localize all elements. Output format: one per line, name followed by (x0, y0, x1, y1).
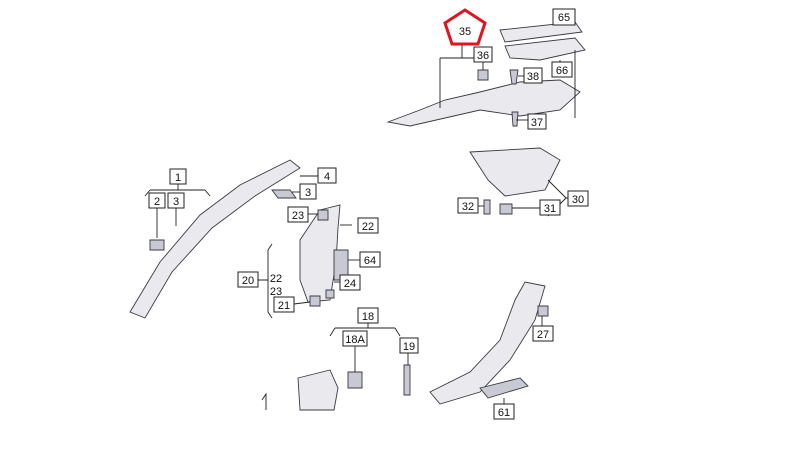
label-22a: 22 (362, 221, 374, 233)
clip-31 (499, 203, 513, 215)
label-box-1 (169, 168, 187, 185)
label-box-24 (339, 274, 361, 291)
screw-38 (509, 69, 519, 85)
trim-65 (499, 21, 583, 43)
clip-23 (317, 209, 329, 221)
clip-18a (347, 371, 363, 389)
sill-trim-61 (429, 281, 546, 405)
label-box-22a (357, 217, 379, 234)
label-35: 35 (459, 26, 471, 38)
label-box-31 (539, 199, 561, 216)
label-box-2 (148, 192, 166, 209)
label-23: 23 (292, 210, 304, 222)
label-61: 61 (498, 407, 510, 419)
label-box-38 (523, 67, 543, 84)
label-37: 37 (531, 117, 543, 129)
bracket-18 (329, 322, 401, 337)
label-64: 64 (364, 255, 376, 267)
screw-37 (511, 111, 519, 127)
label-box-66 (551, 61, 573, 78)
label-box-3a (167, 192, 185, 209)
label-box-23 (287, 206, 309, 223)
label-32: 32 (462, 201, 474, 213)
step-61 (479, 377, 529, 399)
label-36: 36 (477, 50, 489, 62)
trim-66 (504, 37, 586, 61)
label-22b: 22 (270, 273, 282, 285)
label-box-37 (527, 113, 547, 130)
label-66: 66 (556, 65, 568, 77)
label-38: 38 (527, 71, 539, 83)
label-box-32 (457, 197, 479, 214)
trim-30 (469, 147, 561, 197)
label-23b: 23 (270, 286, 282, 298)
label-4: 4 (324, 171, 330, 183)
label-box-36 (473, 46, 493, 63)
label-30: 30 (572, 194, 584, 206)
a-pillar-trim-1 (129, 159, 301, 319)
label-box-19 (399, 337, 419, 354)
label-18: 18 (362, 311, 374, 323)
label-31: 31 (544, 203, 556, 215)
label-2: 2 (154, 196, 160, 208)
seal-19 (403, 364, 411, 396)
screw-21 (309, 295, 321, 307)
screw-24 (325, 289, 335, 299)
clip-32 (483, 199, 491, 215)
label-21: 21 (278, 300, 290, 312)
label-box-64 (359, 251, 381, 268)
clip-2 (149, 239, 165, 251)
label-box-27 (532, 325, 554, 342)
label-box-30 (567, 190, 589, 207)
clip-27 (537, 305, 549, 317)
label-65: 65 (558, 12, 570, 24)
lead-21 (293, 301, 311, 305)
label-3a: 3 (173, 196, 179, 208)
label-box-20 (237, 271, 259, 288)
label-box-18a (342, 330, 368, 347)
label-box-3b (299, 183, 317, 200)
label-box-61 (493, 403, 515, 420)
label-box-21 (273, 296, 295, 313)
label-18a: 18A (345, 334, 365, 346)
label-box-65 (552, 8, 576, 26)
highlight-pentagon-35 (443, 8, 487, 46)
bracket-lower-left (261, 392, 267, 410)
label-box-18 (357, 307, 379, 324)
label-1: 1 (175, 172, 181, 184)
label-3b: 3 (305, 187, 311, 199)
lower-b-pillar-18 (297, 369, 339, 411)
clip-36 (477, 69, 489, 81)
bracket-20 (258, 243, 273, 319)
rear-trim-35 (386, 79, 581, 127)
clip-3 (271, 189, 297, 199)
label-19: 19 (403, 341, 415, 353)
label-20: 20 (242, 275, 254, 287)
bracket-35 (439, 44, 480, 108)
label-27: 27 (537, 329, 549, 341)
label-24: 24 (344, 278, 356, 290)
bracket-1 (144, 181, 211, 197)
label-box-4 (317, 167, 337, 184)
